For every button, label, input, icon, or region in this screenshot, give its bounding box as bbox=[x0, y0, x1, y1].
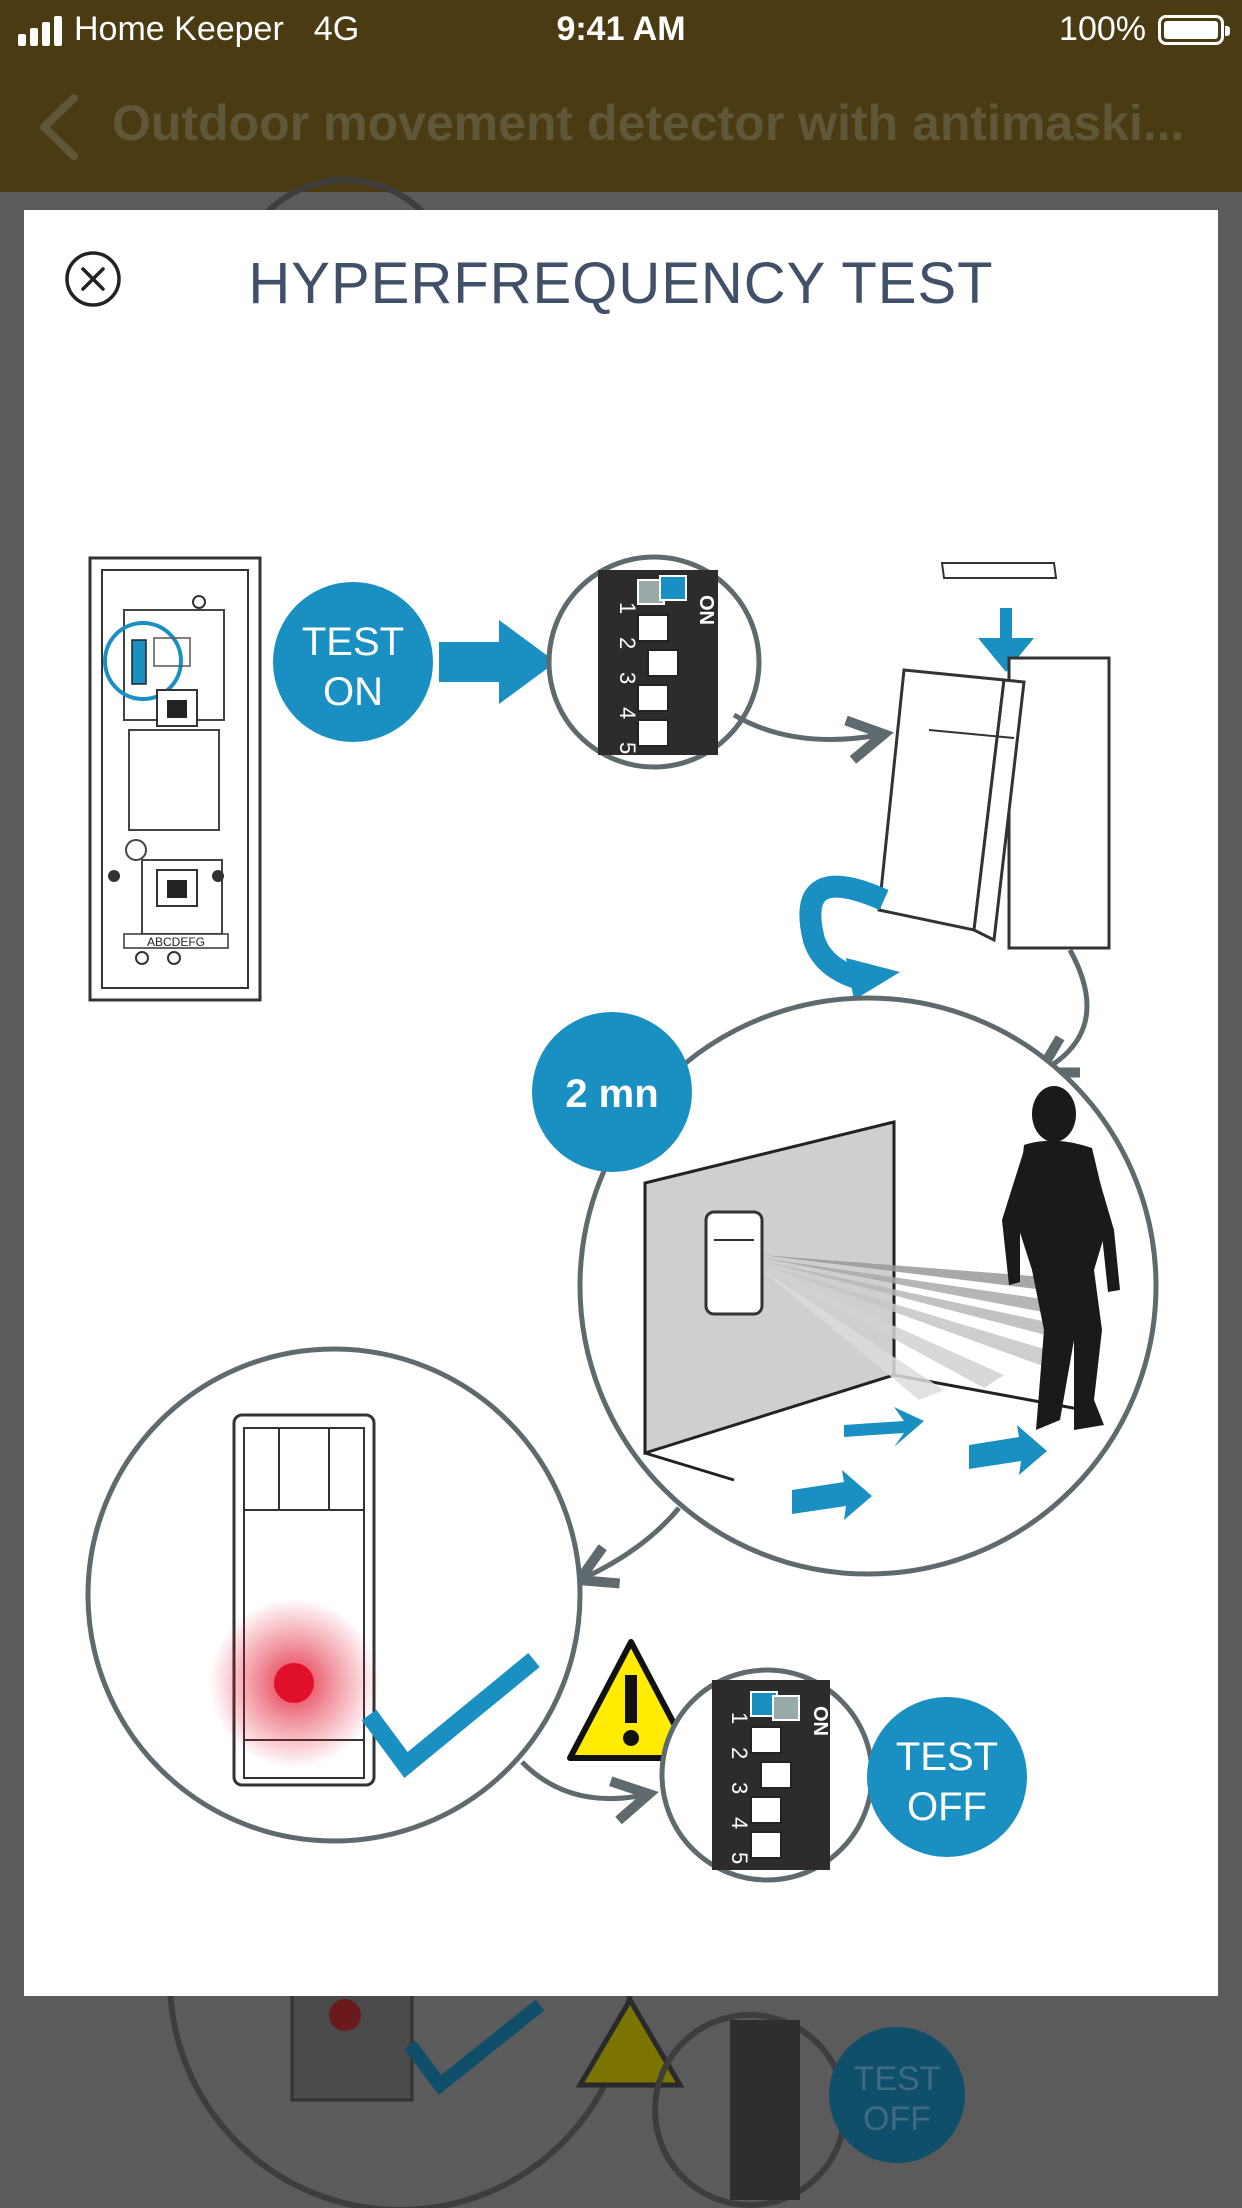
close-button[interactable] bbox=[64, 250, 122, 308]
svg-text:3: 3 bbox=[615, 672, 640, 684]
detector-board: ABCDEFG bbox=[88, 556, 262, 1002]
person-silhouette bbox=[1002, 1086, 1120, 1430]
svg-text:4: 4 bbox=[727, 1817, 752, 1829]
svg-text:TEST: TEST bbox=[896, 1735, 998, 1779]
test-off-badge: TEST OFF bbox=[867, 1697, 1027, 1857]
svg-text:OFF: OFF bbox=[863, 2100, 931, 2138]
close-icon bbox=[65, 251, 121, 307]
battery-percent: 100% bbox=[1059, 10, 1146, 48]
status-right: 100% bbox=[1059, 10, 1230, 49]
network-type: 4G bbox=[313, 10, 360, 48]
dip-switch-on-circle: ON 1 2 3 4 5 bbox=[546, 554, 762, 770]
status-left: Home Keeper 4G bbox=[18, 10, 359, 49]
back-button[interactable] bbox=[30, 92, 90, 162]
detector-letters: ABCDEFG bbox=[147, 935, 205, 949]
svg-text:1: 1 bbox=[615, 602, 640, 614]
svg-text:ON: ON bbox=[323, 670, 383, 714]
modal-title: HYPERFREQUENCY TEST bbox=[248, 251, 994, 316]
svg-text:5: 5 bbox=[615, 742, 640, 754]
svg-text:1: 1 bbox=[727, 1712, 752, 1724]
svg-text:OFF: OFF bbox=[907, 1785, 987, 1829]
svg-text:3: 3 bbox=[727, 1782, 752, 1794]
test-on-badge: TEST ON bbox=[273, 582, 433, 742]
battery-icon bbox=[1158, 14, 1230, 45]
svg-text:4: 4 bbox=[615, 707, 640, 719]
status-time: 9:41 AM bbox=[556, 10, 686, 48]
arrow-icon bbox=[520, 1760, 644, 1799]
arrow-icon bbox=[584, 1506, 681, 1578]
svg-text:2: 2 bbox=[615, 637, 640, 649]
bg-test-off-label: TEST bbox=[854, 2060, 941, 2098]
svg-text:2 mn: 2 mn bbox=[565, 1072, 658, 1116]
arrow-icon bbox=[1044, 948, 1090, 1070]
svg-text:5: 5 bbox=[727, 1852, 752, 1864]
instruction-modal: ABCDEFG TEST ON ON 1 2 3 4 5 bbox=[24, 210, 1218, 1996]
chevron-left-icon bbox=[40, 94, 78, 160]
carrier-name: Home Keeper bbox=[74, 10, 284, 48]
dip-switch-off-circle: ON 1 2 3 4 5 bbox=[659, 1667, 875, 1883]
check-icon bbox=[361, 1653, 540, 1778]
walk-test-circle bbox=[577, 995, 1159, 1577]
navigation-bar: Outdoor movement detector with antimaski… bbox=[0, 62, 1242, 192]
svg-text:ON: ON bbox=[695, 595, 717, 625]
arrow-right-icon bbox=[439, 620, 556, 704]
detector-cover-illustration bbox=[877, 562, 1111, 950]
hyperfrequency-test-illustration: ABCDEFG TEST ON ON 1 2 3 4 5 bbox=[85, 554, 1159, 1883]
svg-text:ON: ON bbox=[809, 1706, 831, 1736]
timer-badge: 2 mn bbox=[532, 1012, 692, 1172]
led-result-circle bbox=[85, 1346, 583, 1844]
arrow-icon bbox=[732, 712, 879, 740]
svg-text:2: 2 bbox=[727, 1747, 752, 1759]
status-bar: Home Keeper 4G 9:41 AM 100% bbox=[0, 0, 1242, 62]
arrow-left-icon bbox=[844, 1407, 924, 1447]
rotate-arrow-icon bbox=[799, 875, 889, 991]
signal-icon bbox=[18, 14, 62, 46]
svg-text:TEST: TEST bbox=[302, 620, 404, 664]
warning-icon bbox=[567, 1639, 695, 1761]
